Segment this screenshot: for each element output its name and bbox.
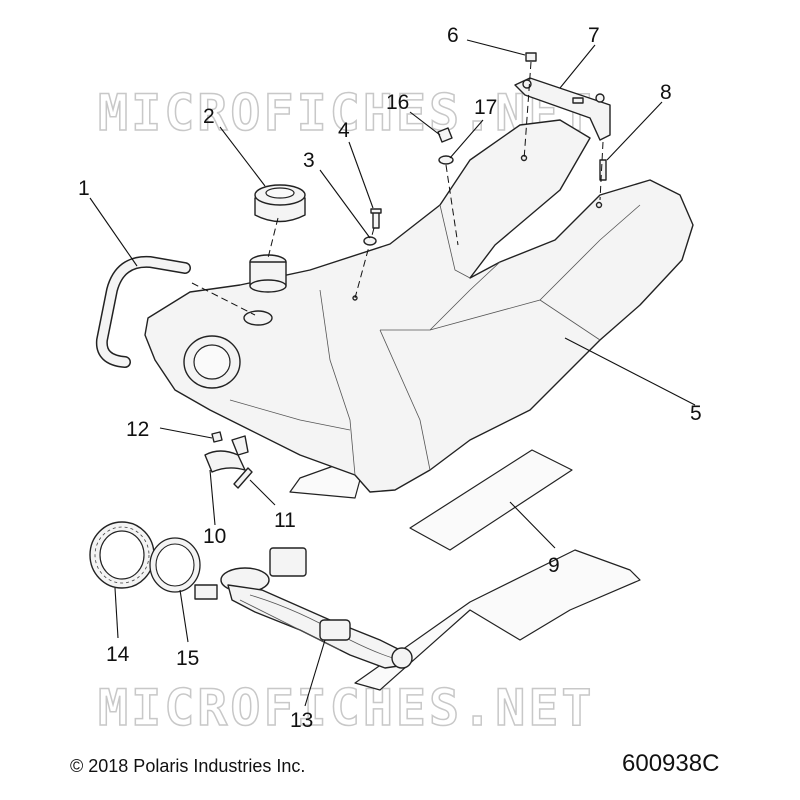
callout-1: 1 [78, 177, 90, 200]
watermark-bottom: MICROFICHES.NET [98, 679, 595, 737]
callout-15: 15 [176, 647, 199, 670]
decal-9 [409, 449, 573, 551]
callout-16: 16 [386, 91, 409, 114]
callout-12: 12 [126, 418, 149, 441]
callout-11: 11 [274, 509, 296, 532]
washer-17 [438, 155, 459, 246]
callout-4: 4 [338, 119, 350, 142]
bolt-16 [437, 127, 453, 143]
clamp-10 [204, 435, 249, 473]
callout-14: 14 [106, 643, 130, 666]
callout-7: 7 [588, 24, 600, 47]
fuel-cap [254, 184, 306, 223]
leader-lines [89, 39, 696, 707]
fuel-tank [144, 119, 694, 493]
decal-strip [354, 549, 641, 691]
callout-8: 8 [660, 81, 672, 104]
callout-17: 17 [474, 96, 497, 119]
callout-3: 3 [303, 149, 315, 172]
seal [149, 537, 201, 593]
document-number: 600938C [622, 750, 719, 777]
grommet-3 [363, 236, 377, 246]
nut-12 [211, 431, 223, 443]
lock-ring [89, 521, 155, 589]
callout-13: 13 [290, 709, 313, 732]
callout-9: 9 [548, 554, 560, 577]
callout-5: 5 [690, 402, 702, 425]
fuel-pump-assembly [194, 547, 413, 669]
callout-2: 2 [203, 105, 215, 128]
fastener-6 [523, 52, 537, 161]
callout-10: 10 [203, 525, 226, 548]
callout-6: 6 [447, 24, 459, 47]
fastener-8 [599, 141, 607, 201]
copyright: © 2018 Polaris Industries Inc. [70, 756, 305, 776]
bolt-11 [233, 467, 253, 489]
